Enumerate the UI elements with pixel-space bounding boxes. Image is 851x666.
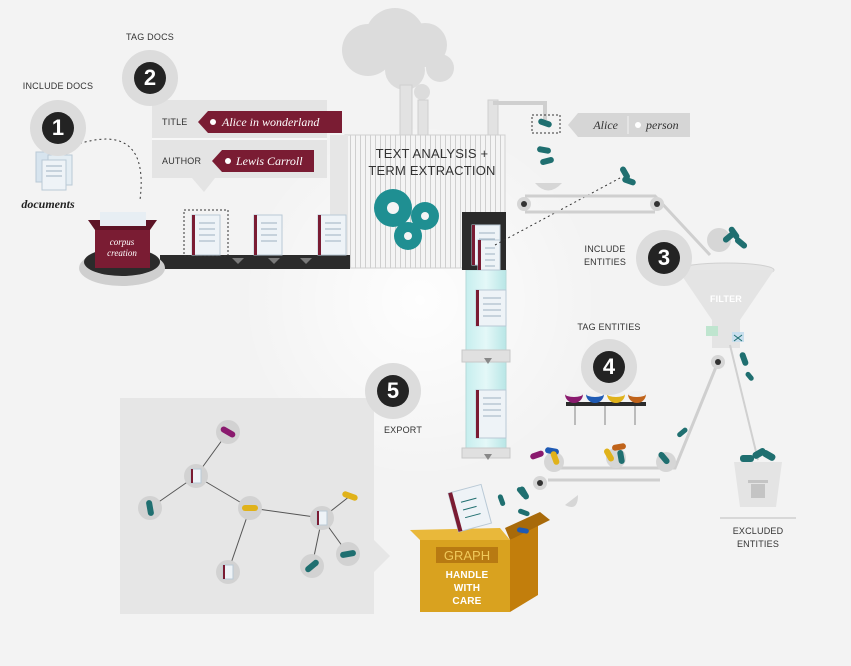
doc-tags-panel: TITLE Alice in wonderland AUTHOR Lewis C… xyxy=(152,100,342,192)
graph-node-document xyxy=(310,506,334,530)
glass-tube xyxy=(461,212,511,460)
step-number: 4 xyxy=(603,354,616,379)
document-icon xyxy=(477,239,501,271)
document-icon xyxy=(191,214,221,256)
graph-panel xyxy=(120,398,390,614)
entity-name: Alice xyxy=(592,118,618,132)
graph-network xyxy=(138,420,360,584)
step-badge-3: 3 INCLUDE ENTITIES xyxy=(584,230,692,286)
include-arc xyxy=(74,138,142,201)
excluded-label-2: ENTITIES xyxy=(737,539,779,549)
step-number: 3 xyxy=(658,245,670,270)
corpus-creation: corpus creation xyxy=(79,212,165,286)
title-value: Alice in wonderland xyxy=(221,115,320,129)
step-number: 1 xyxy=(52,115,64,140)
author-key: AUTHOR xyxy=(162,156,201,166)
corpus-label-2: creation xyxy=(107,248,137,258)
step-label: INCLUDE xyxy=(585,244,626,254)
trash-icon xyxy=(748,480,768,498)
excluded-branch: EXCLUDED ENTITIES xyxy=(720,344,796,549)
graph-node-entity xyxy=(342,491,358,501)
step-number: 5 xyxy=(387,378,399,403)
paint-bucket-icon xyxy=(565,391,583,403)
filter-label: FILTER xyxy=(710,294,742,304)
graph-node-entity xyxy=(238,496,262,520)
conveyor-belt xyxy=(160,255,350,269)
graph-box: GRAPH HANDLE WITH CARE xyxy=(410,483,550,612)
document-icon xyxy=(475,389,507,439)
paint-bucket-icon xyxy=(628,391,646,403)
machine-label-line2: TERM EXTRACTION xyxy=(368,163,495,178)
graph-box-line1: HANDLE xyxy=(446,570,489,581)
corpus-label: corpus xyxy=(110,237,135,247)
title-key: TITLE xyxy=(162,117,188,127)
step-label: EXPORT xyxy=(384,425,422,435)
filter-funnel: FILTER xyxy=(677,226,775,348)
entity-extraction: Alice person xyxy=(531,113,690,191)
machine-label-line1: TEXT ANALYSIS + xyxy=(376,146,489,161)
step-badge-1: 1 INCLUDE DOCS xyxy=(23,81,93,156)
step-number: 2 xyxy=(144,65,156,90)
smoke-clouds xyxy=(342,8,454,100)
graph-node-entity xyxy=(138,496,162,520)
documents-label: documents xyxy=(21,197,75,211)
graph-node-entity xyxy=(300,554,324,578)
tag-entity-buckets xyxy=(565,391,646,425)
step-badge-2: 2 TAG DOCS xyxy=(122,32,178,106)
step-label: ENTITIES xyxy=(584,257,626,267)
step-badge-4: 4 TAG ENTITIES xyxy=(577,322,640,395)
gears-icon xyxy=(374,189,439,250)
graph-box-title: GRAPH xyxy=(444,548,490,563)
step-label: TAG ENTITIES xyxy=(577,322,640,332)
document-icon xyxy=(475,289,507,327)
author-value: Lewis Carroll xyxy=(235,154,303,168)
documents-stack xyxy=(35,151,73,191)
graph-node-document xyxy=(184,464,208,488)
entity-type: person xyxy=(645,118,679,132)
graph-node-entity xyxy=(216,420,240,444)
graph-node-document xyxy=(216,560,240,584)
graph-box-line3: CARE xyxy=(452,596,481,607)
graph-box-line2: WITH xyxy=(454,583,480,594)
conveyor-docs xyxy=(183,209,347,257)
lower-belt xyxy=(519,355,725,508)
step-label: INCLUDE DOCS xyxy=(23,81,93,91)
graph-edge xyxy=(249,507,323,519)
graph-node-entity xyxy=(336,542,360,566)
document-icon xyxy=(253,214,283,256)
upper-belt xyxy=(517,166,712,257)
excluded-label-1: EXCLUDED xyxy=(733,526,784,536)
document-icon xyxy=(317,214,347,256)
step-label: TAG DOCS xyxy=(126,32,174,42)
